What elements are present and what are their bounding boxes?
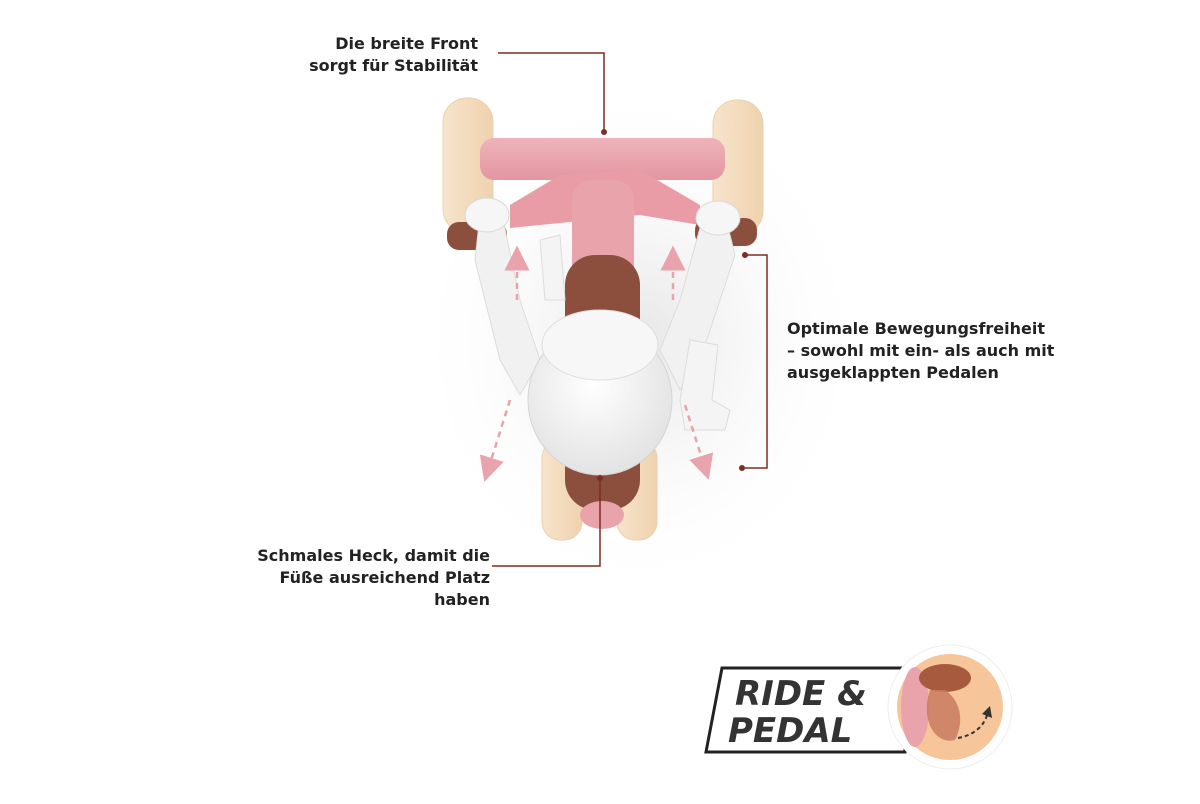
badge-line2: PEDAL [728,711,852,751]
rear-tip [580,501,624,529]
callout-rear-line2: Füße ausreichend Platz haben [279,568,491,609]
callout-front-line2: sorgt für Stabilität [309,56,478,75]
rider-shoulders [541,309,659,381]
arrow-right-down [683,404,714,480]
callout-dot-freedom-bottom [739,465,745,471]
rider-right-leg [679,339,731,431]
badge-line1: RIDE & [735,674,867,714]
callout-line-freedom [745,254,768,469]
badge-pedal-folded [926,690,961,741]
callout-lines [492,52,768,567]
callout-dot-front [601,129,607,135]
callout-narrow-rear: Schmales Heck, damit die Füße ausreichen… [220,545,490,611]
callout-rear-line1: Schmales Heck, damit die [257,546,490,565]
callout-line-rear [492,478,601,567]
callout-dot-rear [597,475,603,481]
badge-fold-arrowhead [982,706,992,718]
callout-front-line1: Die breite Front [335,34,478,53]
callout-freedom-of-movement: Optimale Bewegungsfreiheit – sowohl mit … [787,318,1087,384]
badge-banner [704,666,907,754]
callout-freedom-line2: – sowohl mit ein- als auch mit [787,341,1055,360]
ride-and-pedal-badge: RIDE & PEDAL [704,644,1013,770]
rider-right-hand [695,200,741,236]
callout-freedom-line3: ausgeklappten Pedalen [787,363,999,382]
rider-left-hand [464,197,510,233]
rider-left-leg [539,234,566,301]
callout-front-stability: Die breite Front sorgt für Stabilität [270,33,478,77]
callout-freedom-line1: Optimale Bewegungsfreiheit [787,319,1046,338]
badge-pedal-frame [901,667,929,747]
callout-line-front [498,52,605,132]
callout-dot-freedom-top [742,252,748,258]
front-wide-frame [480,138,725,180]
arrow-left-down [479,399,512,482]
badge-pedal-top [919,664,971,692]
motion-arrows [479,245,714,482]
callout-dots [597,129,748,481]
